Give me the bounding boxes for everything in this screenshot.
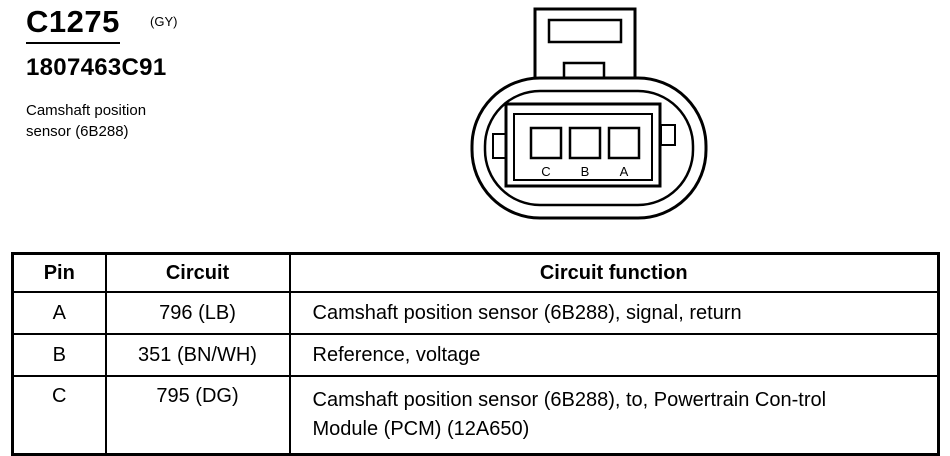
function-cell: Camshaft position sensor (6B288), to, Po… — [288, 375, 940, 456]
header-pin: Pin — [11, 252, 107, 293]
description-line-2: sensor (6B288) — [26, 123, 129, 140]
pin-cavity-c — [529, 126, 563, 160]
pin-cell: C — [11, 375, 107, 456]
function-cell: Reference, voltage — [288, 333, 940, 377]
pin-label-c: C — [541, 164, 550, 179]
pin-cavity-b — [568, 126, 602, 160]
circuit-cell: 795 (DG) — [104, 375, 291, 456]
table-row: C 795 (DG) Camshaft position sensor (6B2… — [11, 375, 940, 456]
locking-tab-slot — [547, 18, 623, 44]
pin-label-a: A — [620, 164, 629, 179]
pin-cell: B — [11, 333, 107, 377]
table-header-row: Pin Circuit Circuit function — [11, 252, 940, 293]
function-cell: Camshaft position sensor (6B288), signal… — [288, 291, 940, 335]
pin-label-b: B — [581, 164, 590, 179]
header-circuit-function: Circuit function — [288, 252, 940, 293]
connector-inner-shell — [483, 89, 695, 207]
connector-id: C1275 — [26, 4, 120, 44]
circuit-cell: 796 (LB) — [104, 291, 291, 335]
circuit-cell: 351 (BN/WH) — [104, 333, 291, 377]
connector-header: C1275 (GY) 1807463C91 Camshaft position … — [26, 4, 266, 142]
connector-face-diagram: C B A — [470, 7, 708, 220]
side-key-right — [660, 124, 676, 146]
table-row: A 796 (LB) Camshaft position sensor (6B2… — [11, 291, 940, 335]
connector-color-code: (GY) — [150, 14, 178, 29]
table-row: B 351 (BN/WH) Reference, voltage — [11, 333, 940, 377]
part-number: 1807463C91 — [26, 54, 167, 81]
pin-cavity-a — [607, 126, 641, 160]
pinout-table: Pin Circuit Circuit function A 796 (LB) … — [11, 252, 940, 456]
header-circuit: Circuit — [104, 252, 291, 293]
description-line-1: Camshaft position — [26, 102, 147, 119]
pin-cell: A — [11, 291, 107, 335]
connector-description: Camshaft position sensor (6B288) — [26, 100, 196, 142]
